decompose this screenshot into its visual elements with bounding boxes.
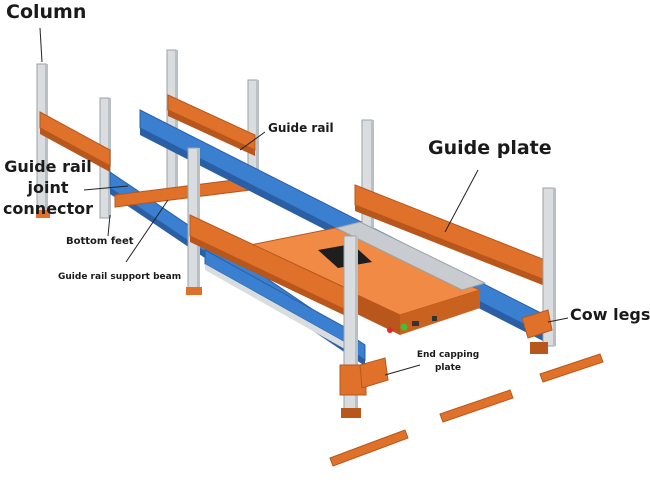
guide-plate-back-left	[39, 111, 111, 172]
steel-mesh-deck	[334, 221, 487, 291]
label-end-capping-plate-line1: End capping	[416, 350, 480, 360]
end-capping-plate	[359, 357, 389, 389]
label-guide-plate: Guide plate	[428, 137, 552, 159]
label-column: Column	[6, 1, 87, 23]
floor-strip-2	[439, 389, 514, 423]
leader-lines	[39, 27, 569, 376]
label-guide-rail-support-beam: Guide rail support beam	[58, 272, 182, 282]
label-guide-rail-joint-connector-line1: Guide rail	[4, 157, 92, 176]
guide-rail-support-beam-left	[114, 177, 251, 208]
label-end-capping-plate-line2: plate	[434, 363, 461, 373]
label-guide-rail-joint-connector-line3: connector	[2, 199, 94, 218]
floor-strip-1	[329, 429, 409, 467]
column-front-right	[339, 235, 367, 418]
label-guide-rail: Guide rail	[268, 121, 334, 135]
column-far-right	[530, 187, 556, 354]
column-back-middle-outer	[166, 49, 178, 191]
floor-strip-3	[539, 353, 604, 383]
cow-leg-right	[521, 309, 553, 339]
label-cow-legs: Cow legs	[570, 305, 650, 324]
label-bottom-feet: Bottom feet	[66, 236, 134, 247]
guide-plate-back-middle	[167, 94, 256, 156]
label-guide-rail-joint-connector-line2: joint	[27, 178, 69, 197]
column-back-middle-inner	[247, 79, 259, 176]
column-back-left-outer	[36, 63, 50, 218]
